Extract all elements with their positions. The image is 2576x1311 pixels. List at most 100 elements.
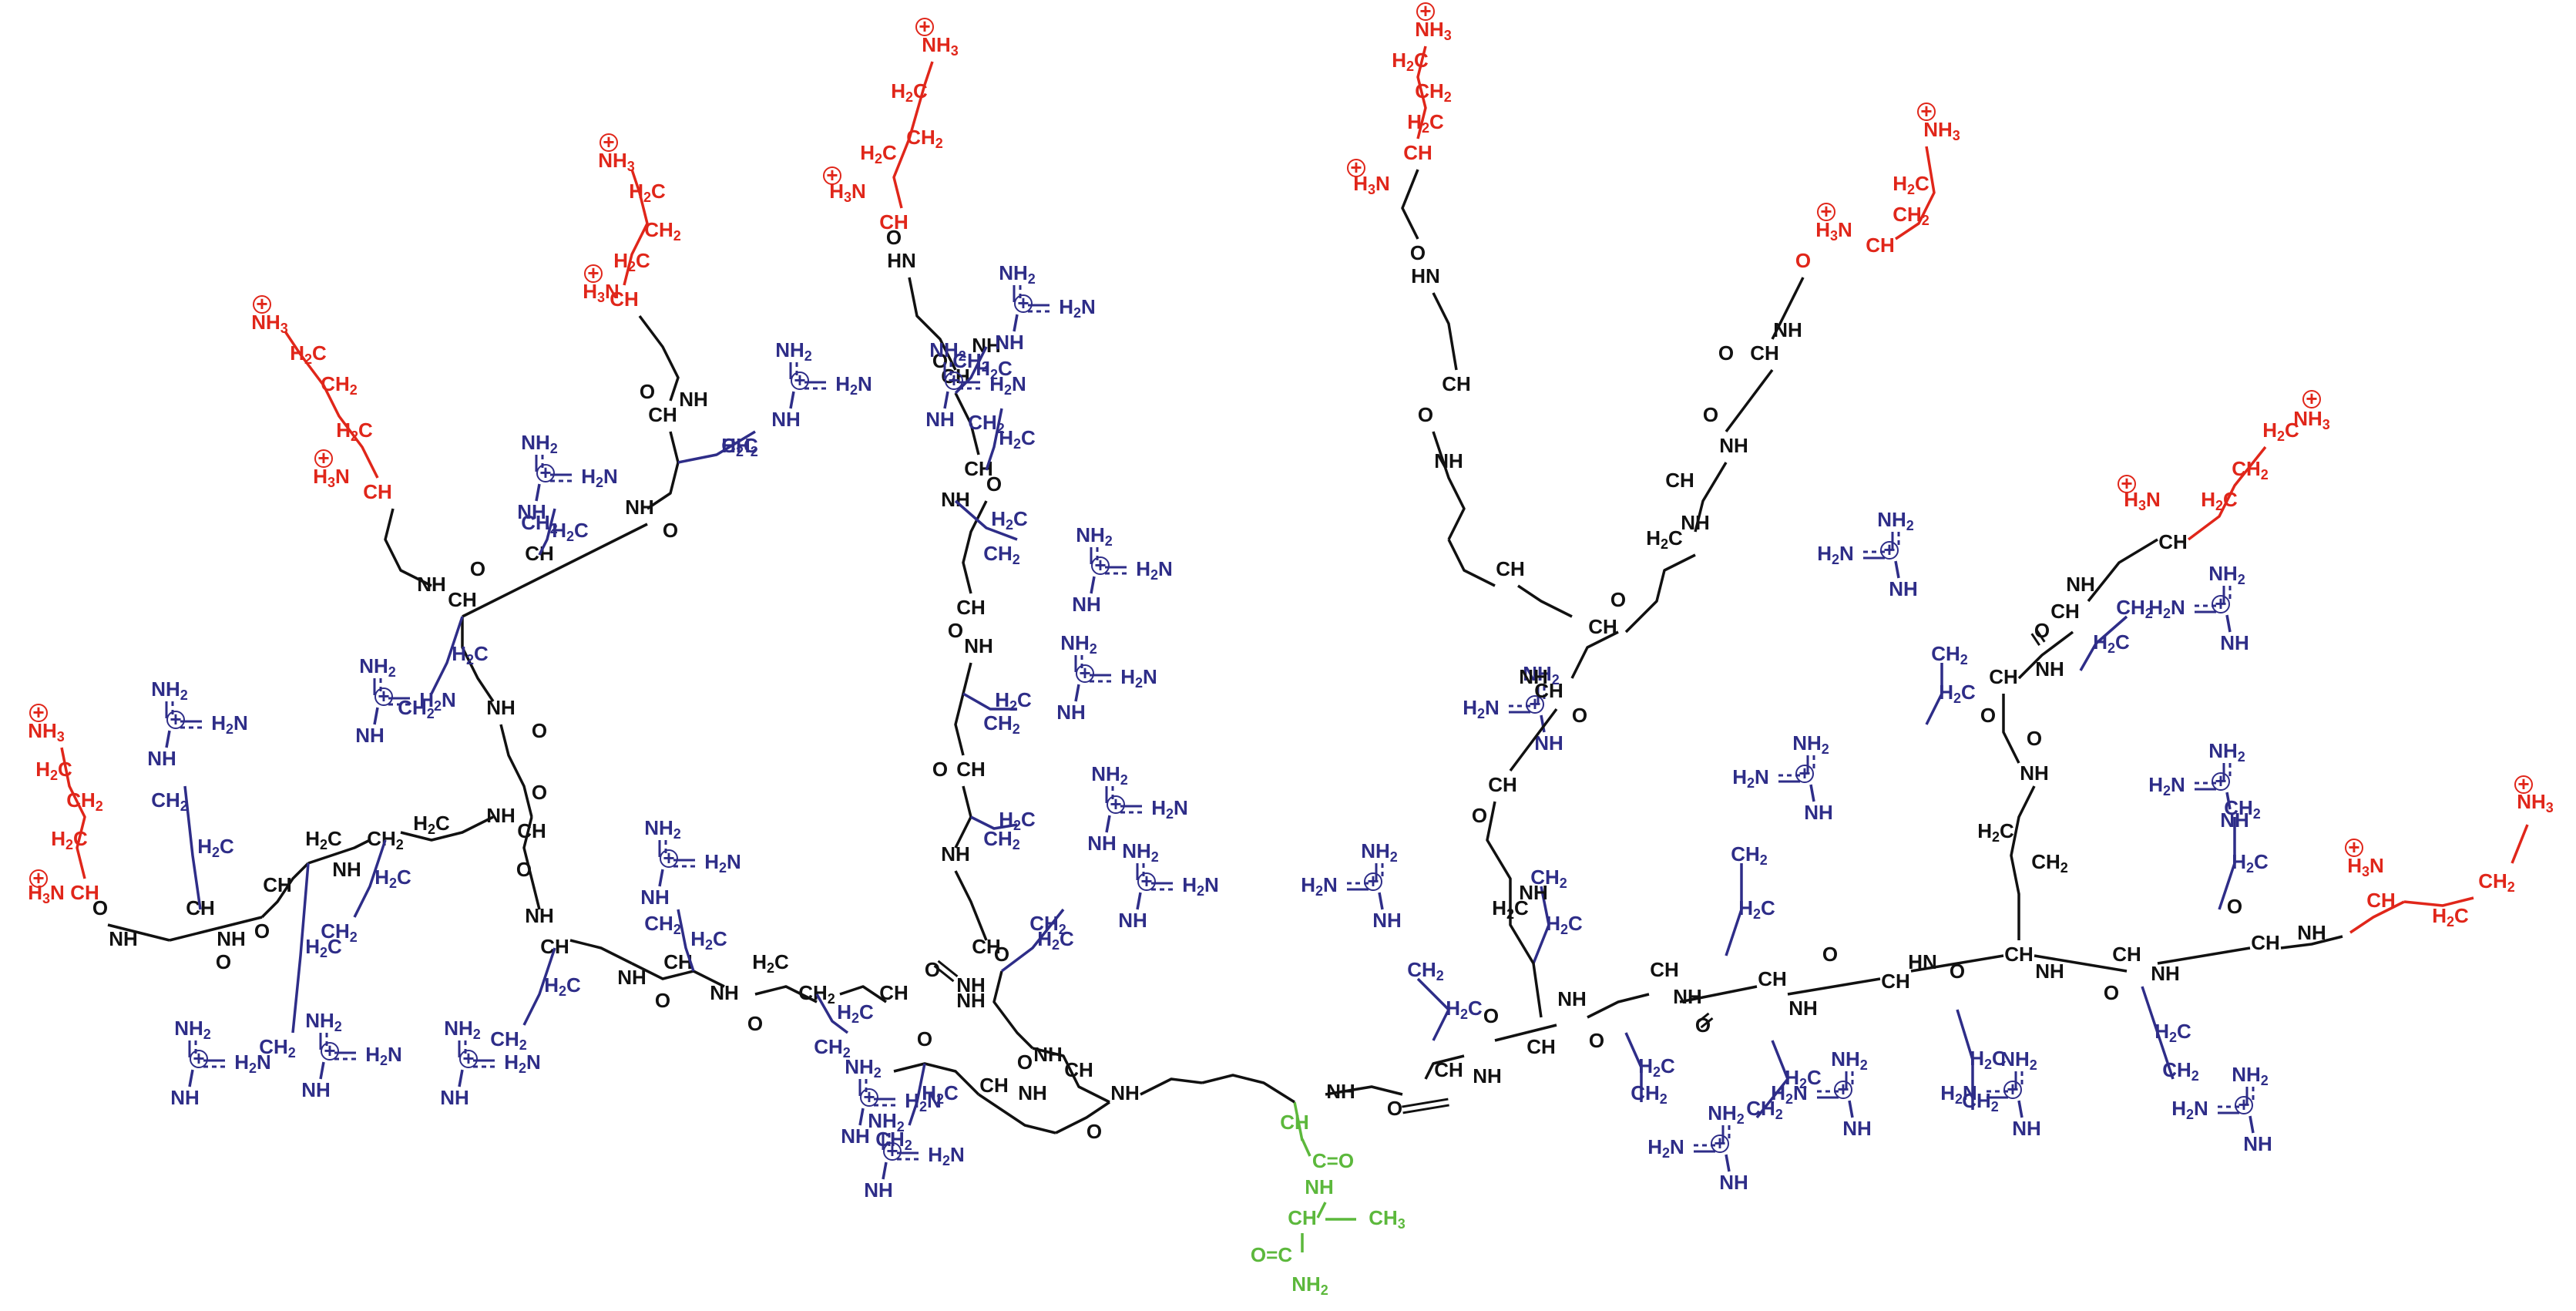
bond — [1694, 462, 1728, 533]
atom-label-h2c: H2C — [2232, 850, 2269, 876]
atom-label-nh: NH — [972, 334, 1001, 357]
bond — [1316, 1202, 1327, 1219]
bond — [1848, 1100, 1854, 1118]
delocalized-bond — [180, 720, 202, 729]
atom-label-nh: NH — [1673, 985, 1702, 1008]
svg-text:+: + — [1920, 99, 1932, 123]
atom-label-o: O — [92, 896, 108, 919]
bond-arginine — [1956, 1009, 1974, 1110]
atom-label-nh2: NH2 — [775, 338, 812, 364]
delocalized-bond — [458, 1040, 467, 1057]
atom-label-nh: NH — [1072, 593, 1101, 616]
atom-label-h2c: H2C — [305, 827, 342, 852]
atom-label-nh2: NH2 — [2000, 1047, 2037, 1073]
atom-label-o: O — [2027, 727, 2042, 750]
atom-label-nh: NH — [956, 989, 986, 1012]
atom-label-h2n: H2N — [1732, 765, 1769, 791]
atom-label-h2c: H2C — [1646, 526, 1683, 552]
double-bond — [2030, 629, 2046, 647]
bond — [1517, 584, 1573, 618]
delocalized-bond — [2195, 782, 2216, 791]
atom-label-h3n: H3N — [583, 280, 620, 305]
atom-label-nh: NH — [417, 573, 446, 596]
atom-label-ch: CH — [2112, 943, 2141, 966]
atom-label-ch2: CH2 — [983, 542, 1020, 567]
atom-label-o: O — [1589, 1029, 1604, 1052]
bond — [260, 862, 310, 919]
delocalized-bond — [658, 840, 667, 857]
atom-label-nh2: NH2 — [521, 431, 558, 456]
atom-label-h2n: H2N — [1182, 873, 1219, 899]
atom-label-ch2: CH2 — [968, 411, 1005, 436]
delocalized-bond — [2245, 1087, 2255, 1104]
atom-label-nh2: NH2 — [151, 677, 188, 703]
delocalized-bond — [2014, 1071, 2024, 1088]
atom-label-h2c: H2C — [290, 341, 327, 367]
atom-label-nh: NH — [109, 927, 138, 950]
atom-label-h2n: H2N — [2171, 1097, 2208, 1122]
positive-charge: + — [29, 701, 48, 724]
atom-label-ch: CH — [1650, 958, 1679, 981]
atom-label-nh: NH — [1056, 701, 1086, 724]
bond-arginine — [954, 346, 988, 395]
delocalized-bond — [473, 1059, 495, 1068]
atom-label-o: O — [1822, 943, 1838, 966]
atom-label-o: O — [2034, 619, 2050, 642]
atom-label-o: O — [986, 472, 1002, 496]
atom-label-h2c: H2C — [1446, 997, 1483, 1022]
atom-label-hn: HN — [887, 249, 916, 272]
atom-label-h3n: H3N — [2347, 854, 2384, 879]
atom-label-nh: NH — [2297, 921, 2326, 944]
atom-label-h2c: H2C — [336, 419, 373, 444]
svg-text:+: + — [2348, 835, 2359, 859]
delocalized-bond — [959, 381, 980, 390]
atom-label-h2c: H2C — [1977, 819, 2014, 845]
atom-label-ch: CH — [70, 881, 99, 904]
bond — [188, 1069, 194, 1087]
atom-label-nh: NH — [2220, 808, 2249, 832]
bond — [1013, 314, 1019, 332]
atom-label-ch: CH — [2158, 530, 2188, 553]
atom-label-nh: NH — [1889, 577, 1918, 600]
delocalized-bond — [1120, 805, 1142, 814]
atom-label-ch: CH — [1280, 1111, 1309, 1134]
atom-label-h2c: H2C — [1738, 896, 1775, 922]
atom-label-nh: NH — [1804, 801, 1833, 824]
atom-label-nh: NH — [1719, 434, 1748, 457]
bond — [400, 815, 494, 842]
bond — [954, 870, 988, 941]
bond-arginine — [291, 862, 310, 1034]
bond — [2002, 694, 2020, 764]
delocalized-bond — [334, 1051, 356, 1061]
delocalized-bond — [1863, 550, 1885, 560]
atom-label-o: O — [1703, 403, 1718, 426]
bond — [754, 985, 818, 1003]
atom-label-nh: NH — [2243, 1132, 2272, 1155]
bond-backbone — [1679, 985, 1758, 1003]
atom-label-ch: CH — [1989, 665, 2018, 688]
atom-label-o: O — [1086, 1120, 1102, 1143]
atom-label-ch: CH — [448, 588, 477, 611]
atom-label-h2c: H2C — [1546, 912, 1583, 937]
atom-label-nh2: NH2 — [1076, 523, 1113, 549]
atom-label-nh: NH — [710, 981, 739, 1004]
atom-label-ch: CH — [2004, 943, 2034, 966]
atom-label-nh: NH — [864, 1178, 893, 1202]
bond — [962, 500, 988, 594]
svg-text:+: + — [2121, 472, 2132, 495]
delocalized-bond — [1013, 285, 1022, 302]
bond — [458, 1069, 464, 1087]
atom-label-nh2: NH2 — [305, 1009, 342, 1034]
atom-label-h2c: H2C — [2432, 904, 2469, 929]
delocalized-bond — [858, 1079, 868, 1096]
delocalized-bond — [1151, 882, 1173, 891]
atom-label-h2n: H2N — [2148, 596, 2185, 621]
atom-label-h2c: H2C — [413, 812, 450, 837]
atom-label-nh: NH — [1118, 909, 1147, 932]
atom-label-ch2: CH2 — [2232, 457, 2269, 482]
bond-arginine — [2218, 817, 2236, 910]
positive-charge: + — [1817, 200, 1835, 223]
atom-label-h2n: H2N — [365, 1043, 402, 1068]
atom-label-nh2: NH2 — [359, 654, 396, 680]
svg-text:+: + — [919, 15, 930, 38]
